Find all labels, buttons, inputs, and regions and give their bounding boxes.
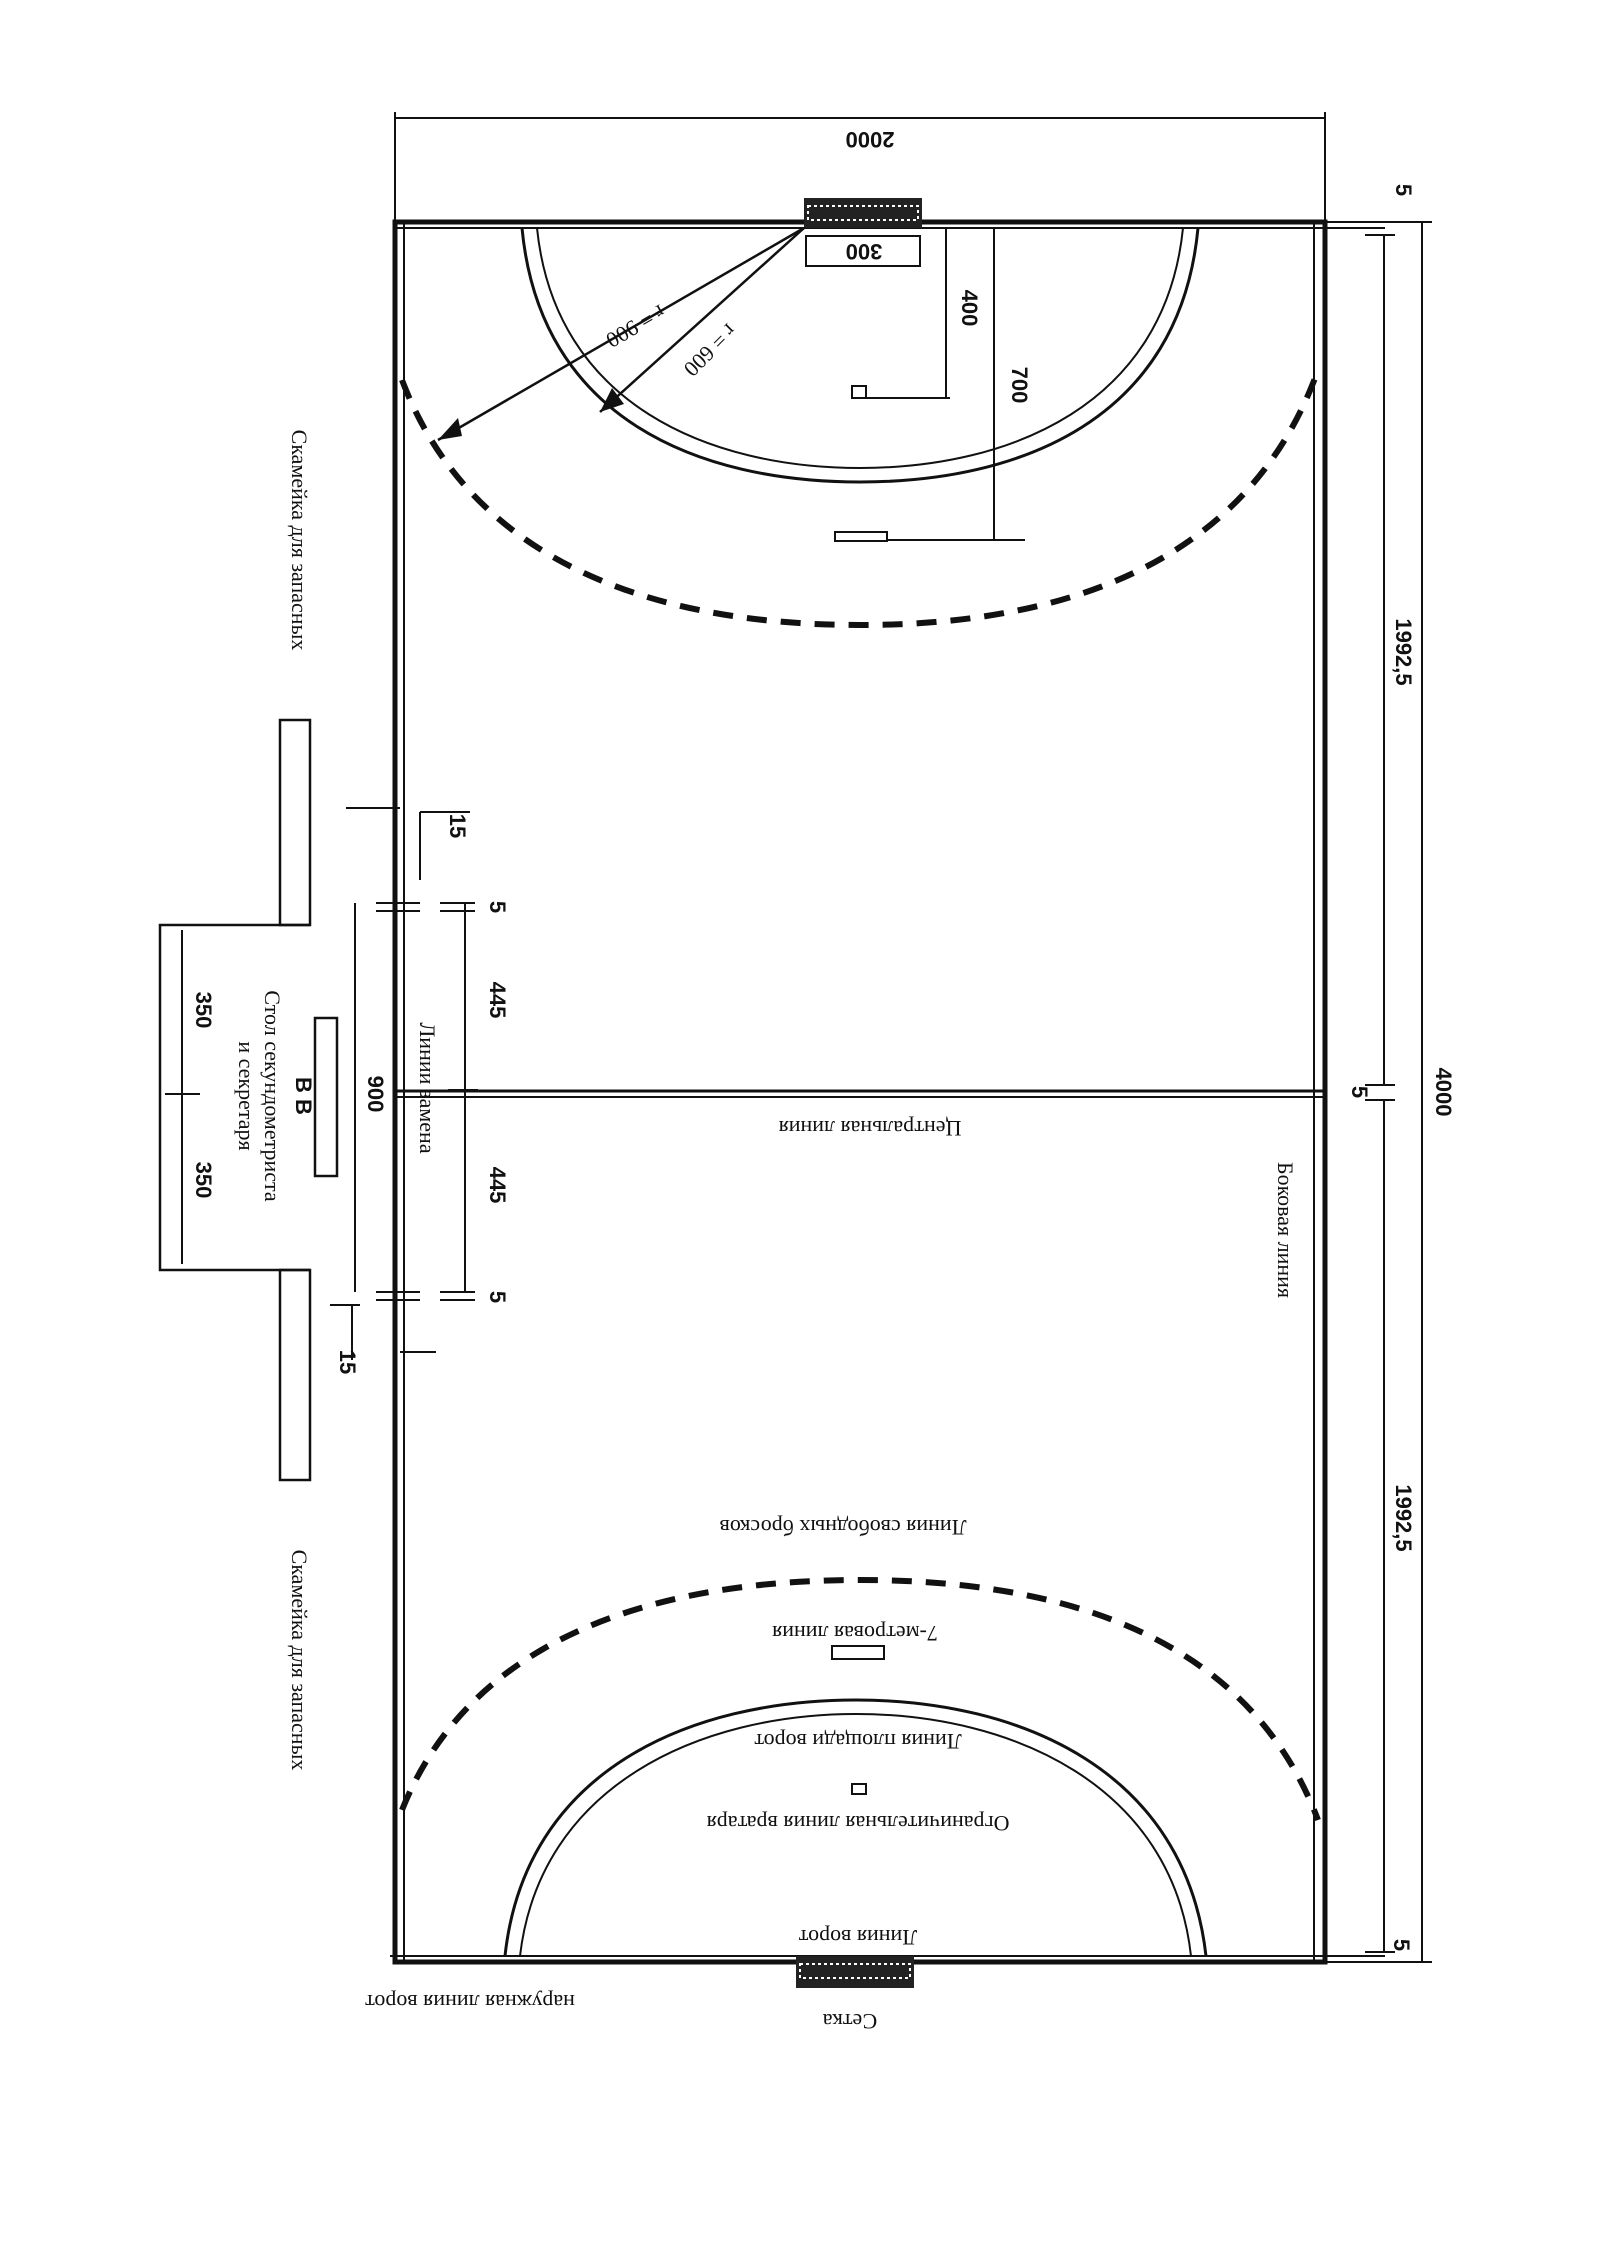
goal-area-line-bottom	[503, 1698, 1208, 1957]
radius-line-900	[437, 226, 805, 442]
seven-meter-line-label: 7-метровая линия	[772, 1621, 938, 1646]
side-line-label: Боковая линия	[1273, 1162, 1298, 1298]
goal-width-box	[805, 235, 921, 267]
goal-net-bottom	[796, 1956, 914, 1988]
dim-offset-bottom-label: 15	[335, 1350, 360, 1374]
goal-line-label: Линия ворот	[798, 1925, 917, 1950]
dim-sub-zone-total-label: 900	[363, 1076, 388, 1113]
free-throw-line-bottom	[399, 1576, 1321, 1822]
dim-sub-zone-top-label: 445	[485, 982, 510, 1019]
goalkeeper-limit-mark-top	[851, 385, 867, 399]
line-width-bottom-label: 5	[1389, 1939, 1414, 1951]
goal-area-line-top	[520, 227, 1200, 484]
table-marks-label: B B	[291, 1077, 316, 1115]
dim-sub-mark-bottom-label: 5	[485, 1291, 510, 1303]
dim-half-top-label: 1992,5	[1391, 618, 1416, 685]
radius-900-label: r = 900	[602, 300, 670, 354]
goal-net-top-mesh	[807, 205, 919, 221]
substitution-lines-label: Линии замена	[415, 1022, 440, 1153]
line-width-center-label: 5	[1347, 1086, 1372, 1098]
dim-half-bottom-label: 1992,5	[1391, 1484, 1416, 1551]
goalkeeper-limit-mark-bottom	[851, 1783, 867, 1795]
substitution-bench-top-label: Скамейка для запасных	[287, 430, 312, 651]
goal-net-label: Сетка	[823, 2009, 878, 2034]
table-area-outline	[158, 923, 310, 1272]
dim-sub-zone-bottom-label: 445	[485, 1167, 510, 1204]
seven-meter-mark-bottom	[831, 1645, 885, 1660]
free-throw-line-top	[399, 368, 1321, 629]
substitution-bench-bottom	[278, 1268, 312, 1482]
dim-offset-top-label: 15	[445, 814, 470, 838]
dim-total-length-label: 4000	[1431, 1068, 1456, 1117]
dim-400-label: 400	[957, 290, 982, 327]
goal-area-line-label: Линия площади ворот	[754, 1729, 962, 1754]
dim-sub-mark-top-label: 5	[485, 901, 510, 913]
dim-table-bottom-label: 350	[191, 1162, 216, 1199]
timekeeper-table-label: Стол секундометристаи секретаря	[234, 990, 285, 1202]
goal-area-line-top-inner	[536, 227, 1184, 470]
goal-net-bottom-mesh	[799, 1963, 911, 1979]
radius-600-label: r = 600	[679, 319, 742, 382]
substitution-bench-top	[278, 718, 312, 927]
free-throw-line-label: Линия свободных бросков	[719, 1515, 966, 1540]
goalkeeper-limit-line-label: Ограничительная линия вратаря	[707, 1811, 1010, 1836]
goal-area-line-bottom-inner	[519, 1712, 1192, 1957]
seven-meter-mark-top	[834, 531, 888, 542]
radius-arrow-900	[438, 418, 462, 440]
line-width-top-label: 5	[1391, 184, 1416, 196]
goal-width-label: 300	[846, 239, 883, 264]
court-width-label: 2000	[846, 127, 895, 152]
timekeeper-table	[313, 1016, 339, 1178]
goal-net-top	[804, 198, 922, 228]
radius-line-600	[599, 227, 805, 413]
center-line-label: Центральная линия	[779, 1116, 962, 1141]
outer-goal-line-label: наружная линия ворот	[365, 1990, 575, 2015]
dim-700-label: 700	[1007, 367, 1032, 404]
substitution-bench-bottom-label: Скамейка для запасных	[287, 1550, 312, 1771]
dim-table-top-label: 350	[191, 992, 216, 1029]
radius-arrow-600	[600, 388, 624, 412]
